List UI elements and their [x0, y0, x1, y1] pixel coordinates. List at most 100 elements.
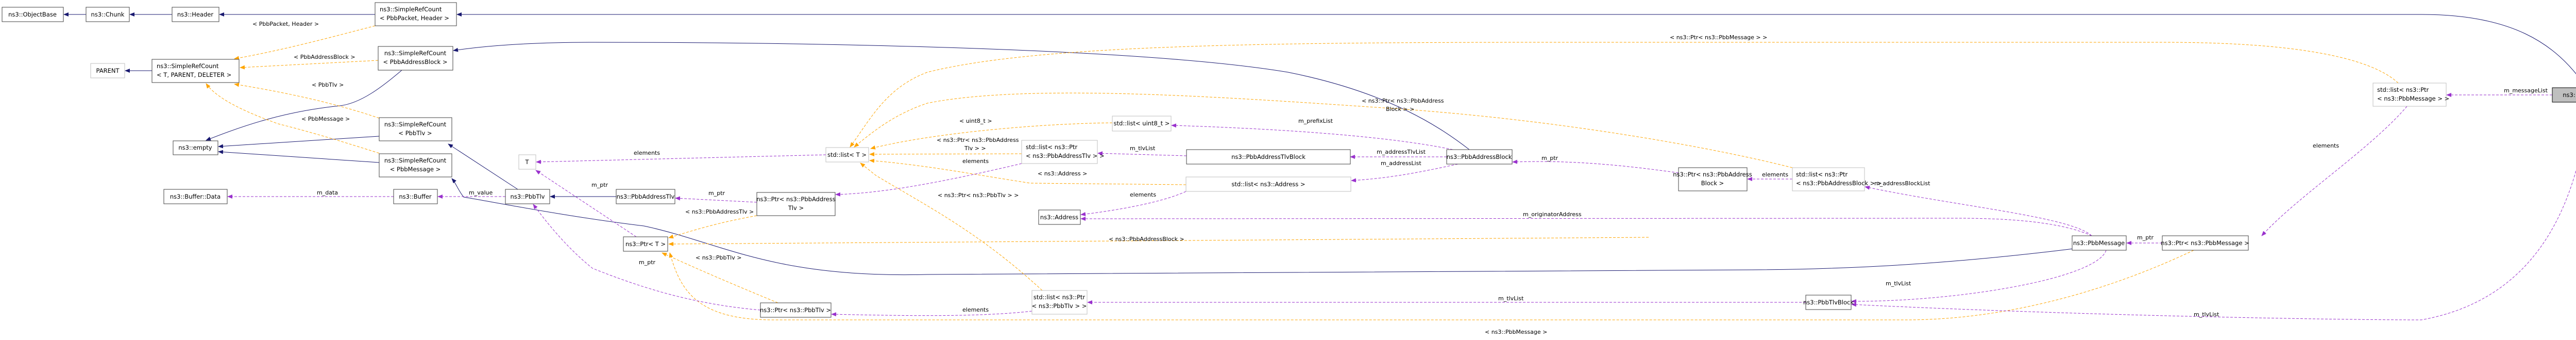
edge-label: m_messageList — [2504, 87, 2548, 94]
node-label: Block > — [1701, 180, 1724, 187]
class-node-pbbmessage[interactable]: ns3::PbbMessage — [2072, 235, 2127, 251]
edge-list-ptr-message-ptr-message — [2261, 106, 2408, 236]
edge-ptr-message-ptr-t — [669, 250, 2194, 320]
edge-label: m_value — [469, 189, 493, 196]
edge-src-addressblock-empty — [206, 70, 402, 141]
class-node-ptr-pbbaddresstlv[interactable]: ns3::Ptr< ns3::PbbAddressTlv > — [756, 192, 836, 216]
class-node-pbbaddresstlv[interactable]: ns3::PbbAddressTlv — [616, 189, 675, 204]
class-node-list-t[interactable]: std::list< T > — [825, 147, 869, 163]
node-label: ns3::PbbAddressBlock — [1447, 153, 1512, 160]
edge-list-ptr-addressblock-list-t — [854, 92, 1793, 168]
node-label: ns3::ObjectBase — [8, 11, 57, 18]
class-node-ptr-pbbmessage[interactable]: ns3::Ptr< ns3::PbbMessage > — [2161, 235, 2249, 251]
edge-list-ptr-tlv-list-t — [860, 163, 1043, 291]
class-node-ptr-t[interactable]: ns3::Ptr< T > — [623, 236, 668, 252]
edge-ptr-tlv-pbbtlv — [533, 204, 761, 311]
edge-label: < PbbTlv > — [312, 82, 344, 88]
class-node-list-uint8[interactable]: std::list< uint8_t > — [1112, 116, 1172, 132]
class-node-buffer[interactable]: ns3::Buffer — [393, 189, 438, 204]
class-node-simplerefcount-pbbtlv[interactable]: ns3::SimpleRefCount< PbbTlv > — [379, 117, 452, 141]
node-label: ns3::PbbAddressTlvBlock — [1231, 153, 1306, 160]
edge-label: elements — [1762, 171, 1788, 178]
node-label: < ns3::PbbAddressTlv > > — [1026, 152, 1105, 159]
edge-list-t-t — [536, 154, 826, 164]
node-label: < PbbTlv > — [398, 129, 432, 137]
edge-label: m_tlvList — [1498, 295, 1524, 302]
edge-label: < PbbAddressBlock > — [294, 54, 355, 60]
class-node-address[interactable]: ns3::Address — [1038, 209, 1081, 225]
node-label: < PbbAddressBlock > — [383, 58, 447, 66]
edge-addresstlvblock-list-ptr-addresstlv — [1097, 151, 1187, 156]
node-label: ns3::PbbMessage — [2073, 239, 2125, 247]
node-label: < PbbPacket, Header > — [380, 14, 449, 22]
node-label: std::list< ns3::Address > — [1231, 181, 1305, 188]
class-node-simplerefcount-pbbpacket-header[interactable]: ns3::SimpleRefCount< PbbPacket, Header > — [375, 2, 457, 26]
edge-addressblock-list-uint8 — [1171, 123, 1453, 150]
class-node-list-ptr-pbbmessage[interactable]: std::list< ns3::Ptr< ns3::PbbMessage > > — [2372, 83, 2449, 107]
node-label: ns3::SimpleRefCount — [384, 50, 447, 57]
node-label: std::list< ns3::Ptr — [1026, 143, 1078, 151]
class-node-simplerefcount-pbbaddressblock[interactable]: ns3::SimpleRefCount< PbbAddressBlock > — [378, 46, 453, 71]
class-node-simplerefcount-t-parent-deleter[interactable]: ns3::SimpleRefCount< T, PARENT, DELETER … — [151, 59, 240, 83]
node-label: ns3::PbbTlvBlock — [1803, 299, 1854, 306]
class-node-ptr-pbbtlv[interactable]: ns3::Ptr< ns3::PbbTlv > — [760, 302, 832, 318]
class-node-t[interactable]: T — [518, 154, 536, 170]
class-node-pbbtlv[interactable]: ns3::PbbTlv — [505, 189, 550, 204]
class-node-buffer-data[interactable]: ns3::Buffer::Data — [163, 189, 228, 204]
edge-label: < ns3::Ptr< ns3::PbbMessage > > — [1670, 34, 1767, 41]
node-label: ns3::Chunk — [91, 11, 125, 18]
node-label: ns3::Buffer::Data — [170, 193, 221, 200]
edge-label: < uint8_t > — [959, 118, 992, 124]
node-label: ns3::Ptr< ns3::PbbMessage > — [2161, 239, 2249, 247]
class-node-list-address[interactable]: std::list< ns3::Address > — [1185, 176, 1351, 192]
edge-ptr-t-t — [535, 170, 637, 237]
class-node-pbbtlvblock[interactable]: ns3::PbbTlvBlock — [1803, 295, 1854, 310]
node-label: ns3::PbbAddressTlv — [617, 193, 675, 200]
edge-label: < ns3::PbbAddressBlock > — [1109, 236, 1184, 242]
edge-list-address-address — [1080, 191, 1187, 216]
edge-label: < ns3::Ptr< ns3::PbbTlv > > — [938, 192, 1019, 199]
node-label: ns3::Address — [1040, 214, 1078, 221]
edge-ptr-addresstlv-pbbaddresstlv — [675, 196, 757, 203]
node-label: std::list< T > — [827, 151, 867, 158]
class-node-header[interactable]: ns3::Header — [172, 7, 219, 22]
edge-label: m_data — [317, 189, 338, 196]
class-node-ptr-pbbaddressblock[interactable]: ns3::Ptr< ns3::PbbAddressBlock > — [1673, 167, 1752, 191]
node-label: PARENT — [96, 67, 120, 74]
edge-message-list-ptr-addressblock — [1865, 185, 2092, 236]
edge-label: elements — [962, 306, 989, 313]
node-label: std::list< ns3::Ptr — [1033, 294, 1086, 301]
edge-ptr-addressblock-ptr-t — [668, 237, 1649, 246]
edge-label: m_originatorAddress — [1523, 211, 1582, 218]
edge-packet-tlvblock — [1851, 170, 2576, 320]
edge-label: m_ptr — [639, 259, 656, 266]
class-node-simplerefcount-pbbmessage[interactable]: ns3::SimpleRefCount< PbbMessage > — [379, 153, 452, 177]
class-node-pbbpacket[interactable]: ns3::PbbPacket — [2552, 87, 2576, 103]
class-node-list-ptr-pbbtlv[interactable]: std::list< ns3::Ptr< ns3::PbbTlv > > — [1031, 290, 1088, 315]
edge-label: m_ptr — [2137, 234, 2154, 241]
class-node-empty[interactable]: ns3::empty — [173, 140, 218, 155]
class-node-list-ptr-pbbaddressblock[interactable]: std::list< ns3::Ptr< ns3::PbbAddressBloc… — [1792, 167, 1882, 191]
class-node-pbbaddresstlvblock[interactable]: ns3::PbbAddressTlvBlock — [1186, 149, 1351, 165]
edge-label: < PbbMessage > — [301, 116, 350, 122]
edge-src-tlv-template — [234, 83, 380, 119]
edge-src-message-template — [206, 83, 380, 154]
edge-label: m_addressBlockList — [1874, 180, 1930, 187]
edge-addressblock-src-addressblock — [453, 42, 1470, 150]
edge-list-ptr-tlv-ptr-tlv — [831, 311, 1032, 317]
edge-label: < ns3::PbbTlv > — [696, 254, 741, 261]
node-label: T — [524, 158, 529, 166]
class-node-list-ptr-pbbaddresstlv[interactable]: std::list< ns3::Ptr< ns3::PbbAddressTlv … — [1021, 140, 1105, 164]
node-label: Tlv > — [788, 204, 804, 212]
edge-message-address — [1080, 216, 2092, 236]
node-label: ns3::Ptr< ns3::PbbTlv > — [760, 306, 831, 314]
edge-ptr-tlv-ptr-t — [662, 252, 778, 303]
class-node-objectbase[interactable]: ns3::ObjectBase — [2, 7, 64, 22]
edge-label: m_prefixList — [1298, 118, 1333, 124]
class-node-pbbaddressblock[interactable]: ns3::PbbAddressBlock — [1446, 149, 1513, 165]
class-node-chunk[interactable]: ns3::Chunk — [86, 7, 130, 22]
node-label: ns3::SimpleRefCount — [380, 6, 442, 13]
edge-message-tlvblock — [1851, 250, 2107, 304]
node-label: std::list< ns3::Ptr — [1796, 171, 1848, 178]
class-node-parent[interactable]: PARENT — [90, 63, 125, 78]
